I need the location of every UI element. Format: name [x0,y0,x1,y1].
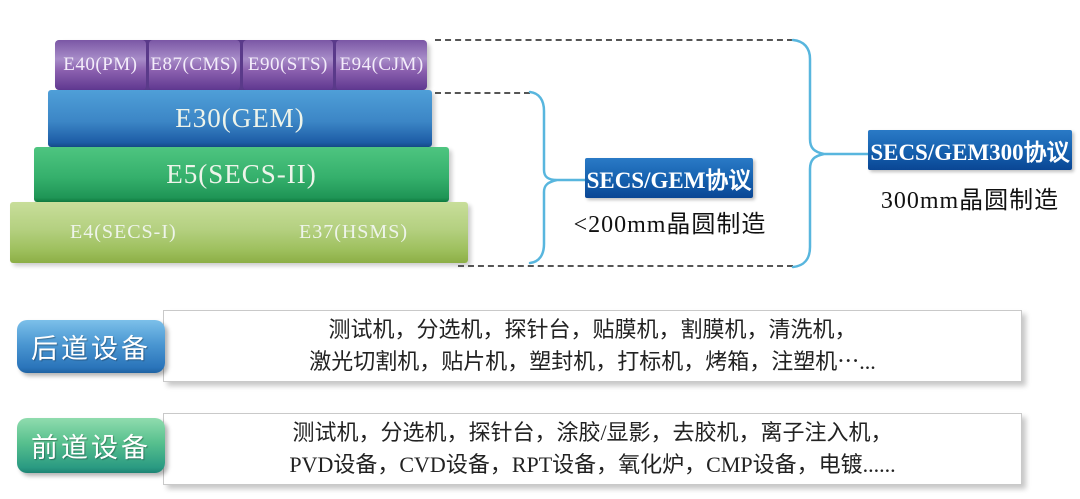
stack-layer-e30-gem: E30(GEM) [48,90,432,147]
back-end-equipment-line1: 测试机，分选机，探针台，贴膜机，割膜机，清洗机， [328,317,857,342]
stack-layer-transport: E4(SECS-I) E37(HSMS) [10,202,468,263]
stack-layer-e5-secs2: E5(SECS-II) [34,147,449,202]
stack-cell-e94: E94(CJM) [336,40,427,90]
dashed-line-bottom [458,265,793,267]
secs-gem-protocol-badge: SECS/GEM协议 [585,158,753,198]
front-end-equipment-line2: PVD设备，CVD设备，RPT设备，氧化炉，CMP设备，电镀...... [289,452,896,477]
dashed-line-middle [435,92,530,94]
stack-label-e37-hsms: E37(HSMS) [298,221,408,243]
back-end-equipment-tag: 后道设备 [17,320,165,373]
secs-gem-protocol-subtitle: <200mm晶圆制造 [573,212,767,238]
front-end-equipment-line1: 测试机，分选机，探针台，涂胶/显影，去胶机，离子注入机， [292,420,893,445]
back-end-equipment-line2: 激光切割机，贴片机，塑封机，打标机，烤箱，注塑机⋯... [309,349,876,374]
back-end-equipment-list: 测试机，分选机，探针台，贴膜机，割膜机，清洗机， 激光切割机，贴片机，塑封机，打… [163,310,1022,382]
stack-row-e-standards: E40(PM) E87(CMS) E90(STS) E94(CJM) [55,40,427,90]
stack-label-e4-secs1: E4(SECS-I) [70,221,177,243]
stack-cell-e40: E40(PM) [55,40,146,90]
stack-cell-e87: E87(CMS) [148,40,240,90]
stack-cell-e90: E90(STS) [242,40,334,90]
dashed-line-top [435,39,793,41]
front-end-equipment-tag: 前道设备 [17,418,165,473]
secs-gem300-protocol-subtitle: 300mm晶圆制造 [880,188,1060,214]
brace-secs-gem [528,90,587,265]
secs-gem300-protocol-badge: SECS/GEM300协议 [868,130,1072,170]
brace-secs-gem300 [791,38,870,269]
front-end-equipment-list: 测试机，分选机，探针台，涂胶/显影，去胶机，离子注入机， PVD设备，CVD设备… [163,413,1022,485]
